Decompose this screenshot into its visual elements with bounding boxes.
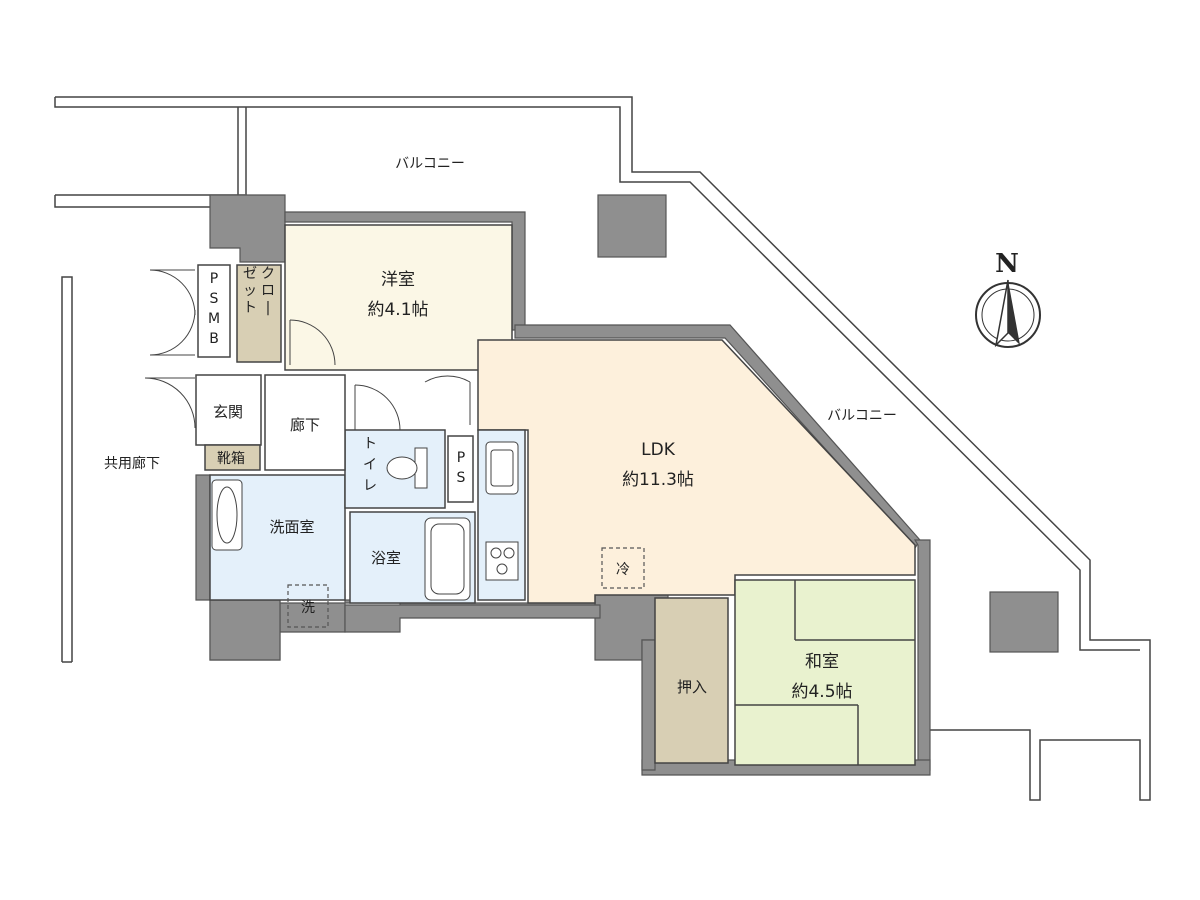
compass-icon [975, 279, 1041, 348]
washer-space [287, 584, 329, 628]
hallway-label: 廊下 [290, 416, 320, 434]
washroom-label: 洗面室 [269, 518, 314, 536]
stove-icon [485, 541, 519, 581]
japanese-room-size: 約4.5帖 [791, 682, 852, 702]
kitchen-sink-icon [485, 441, 519, 495]
balcony-columns [597, 194, 1059, 653]
western-room-size: 約4.1帖 [367, 300, 428, 320]
ps-shaft [447, 435, 474, 503]
fridge-label: 冷 [616, 562, 630, 578]
fridge-space [601, 547, 645, 589]
psmb-box [197, 264, 231, 358]
toilet-label-text: トイレ [363, 436, 377, 494]
balcony-outline [54, 96, 1151, 801]
oshiire-label: 押入 [677, 678, 707, 696]
washer-label: 洗 [301, 600, 315, 616]
tatami-lines [735, 580, 915, 765]
western-room-name: 洋室 [381, 270, 415, 290]
closet [236, 264, 282, 363]
shoe-box [204, 444, 261, 471]
entrance [195, 374, 262, 446]
oshiire-closet [654, 597, 729, 764]
toilet-icon [386, 447, 428, 489]
north-label: N [995, 249, 1019, 279]
closet-label: クロ|ゼット [243, 266, 275, 316]
balcony-top-label: バルコニー [395, 156, 465, 172]
japanese-room [734, 579, 916, 766]
ldk-room-name: LDK [641, 440, 676, 460]
closet-label-text: クロ|ゼット [243, 266, 275, 316]
balcony-right-label: バルコニー [827, 408, 897, 424]
entrance-label: 玄関 [213, 403, 243, 421]
shoe-box-label: 靴箱 [217, 451, 245, 467]
toilet-label: トイレ [363, 436, 377, 494]
corridor-outline [61, 276, 73, 663]
bathroom-label: 浴室 [371, 549, 401, 567]
ldk-room-size: 約11.3帖 [622, 470, 694, 490]
common-corridor-label: 共用廊下 [104, 455, 160, 472]
western-room [284, 224, 513, 371]
washbasin-icon [211, 479, 243, 551]
doors [144, 269, 471, 431]
bathtub-icon [424, 517, 471, 601]
japanese-room-name: 和室 [805, 652, 839, 672]
hallway [264, 374, 346, 471]
